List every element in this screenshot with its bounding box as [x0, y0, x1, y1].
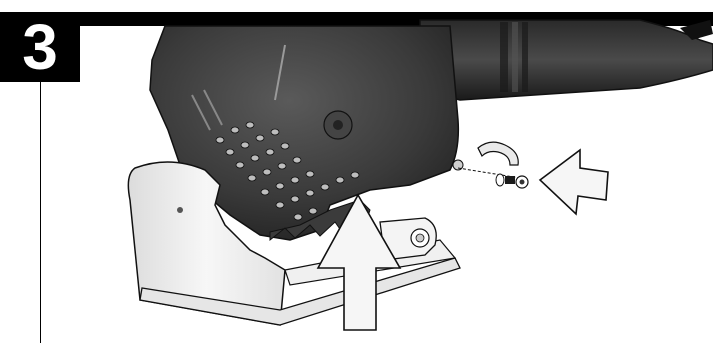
margin-rule — [40, 82, 41, 343]
assembly-illustration — [80, 0, 713, 343]
bolt-hardware — [458, 142, 528, 188]
motor-housing — [420, 20, 713, 100]
step-number: 3 — [22, 11, 58, 83]
insert-arrow-left — [540, 150, 608, 214]
step-number-badge: 3 — [0, 12, 80, 82]
